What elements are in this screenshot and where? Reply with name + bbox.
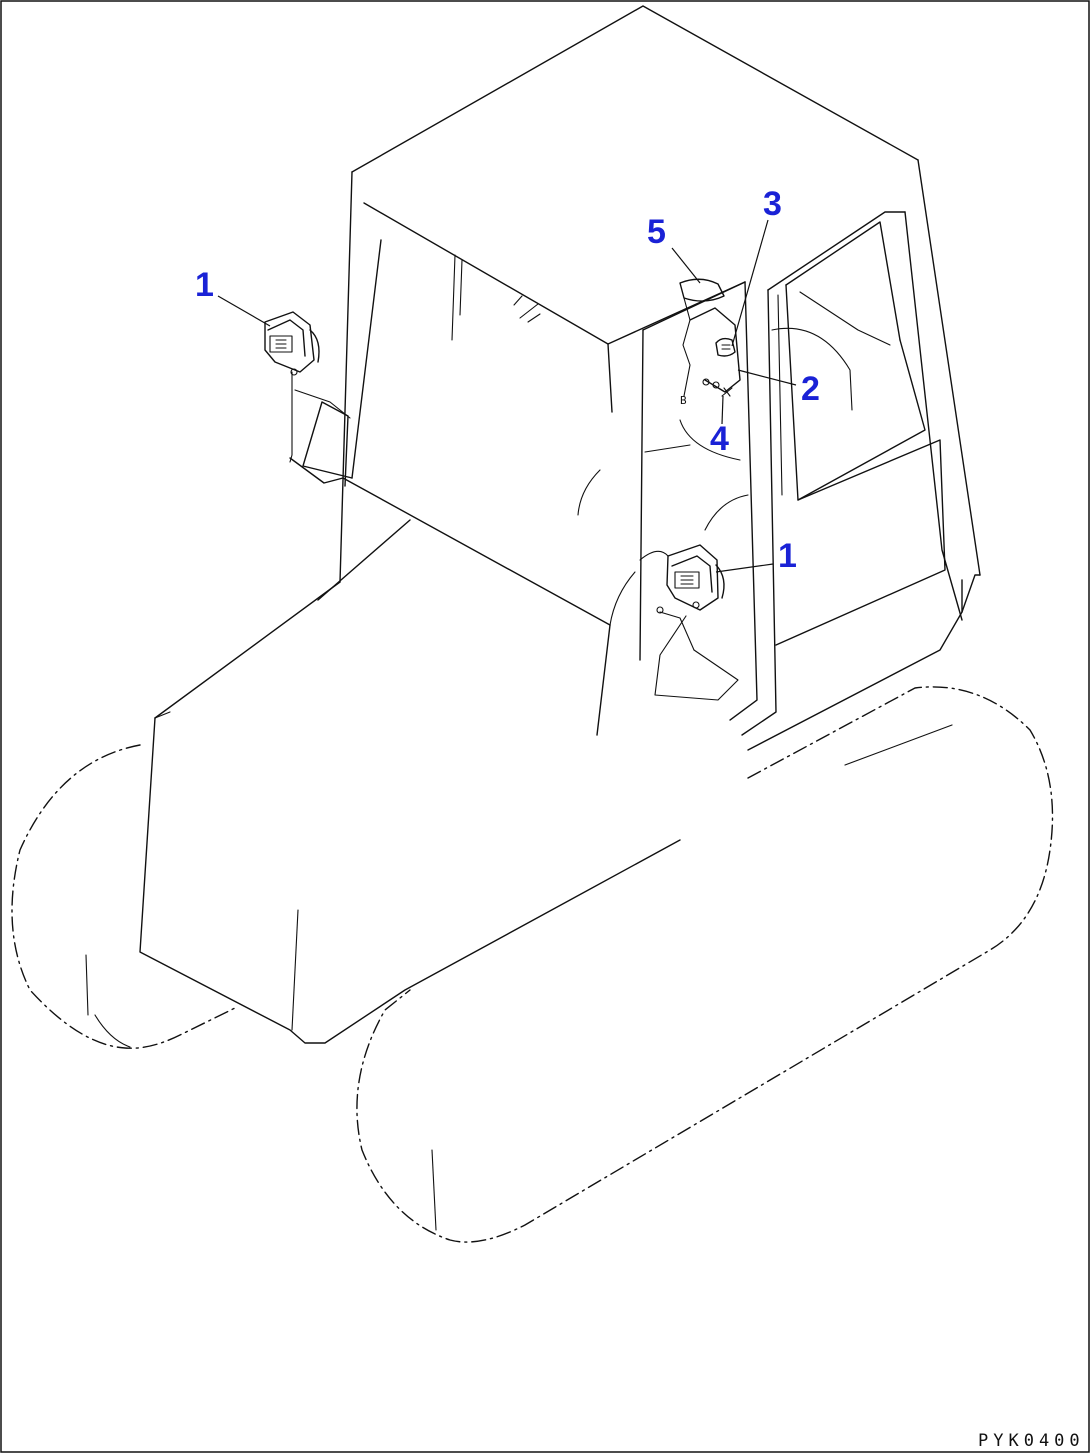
machine-body xyxy=(139,519,681,1044)
right-track xyxy=(356,686,1054,1243)
callout-1-front-lamp: 1 xyxy=(778,537,797,575)
work-lamp-front xyxy=(609,544,739,701)
callout-5: 5 xyxy=(647,213,666,251)
drawing-code: PYK0400 xyxy=(978,1431,1085,1451)
cab-body xyxy=(289,211,981,751)
cab-roof xyxy=(339,5,981,583)
callout-4: 4 xyxy=(710,420,729,458)
switch-assembly: B xyxy=(679,278,741,407)
callout-3: 3 xyxy=(763,185,782,223)
leader-lines xyxy=(217,219,797,573)
callout-1-rear-lamp: 1 xyxy=(195,266,214,304)
work-lamp-rear xyxy=(264,311,351,463)
callout-2: 2 xyxy=(801,370,820,408)
svg-text:B: B xyxy=(680,394,687,407)
left-track xyxy=(11,744,236,1049)
